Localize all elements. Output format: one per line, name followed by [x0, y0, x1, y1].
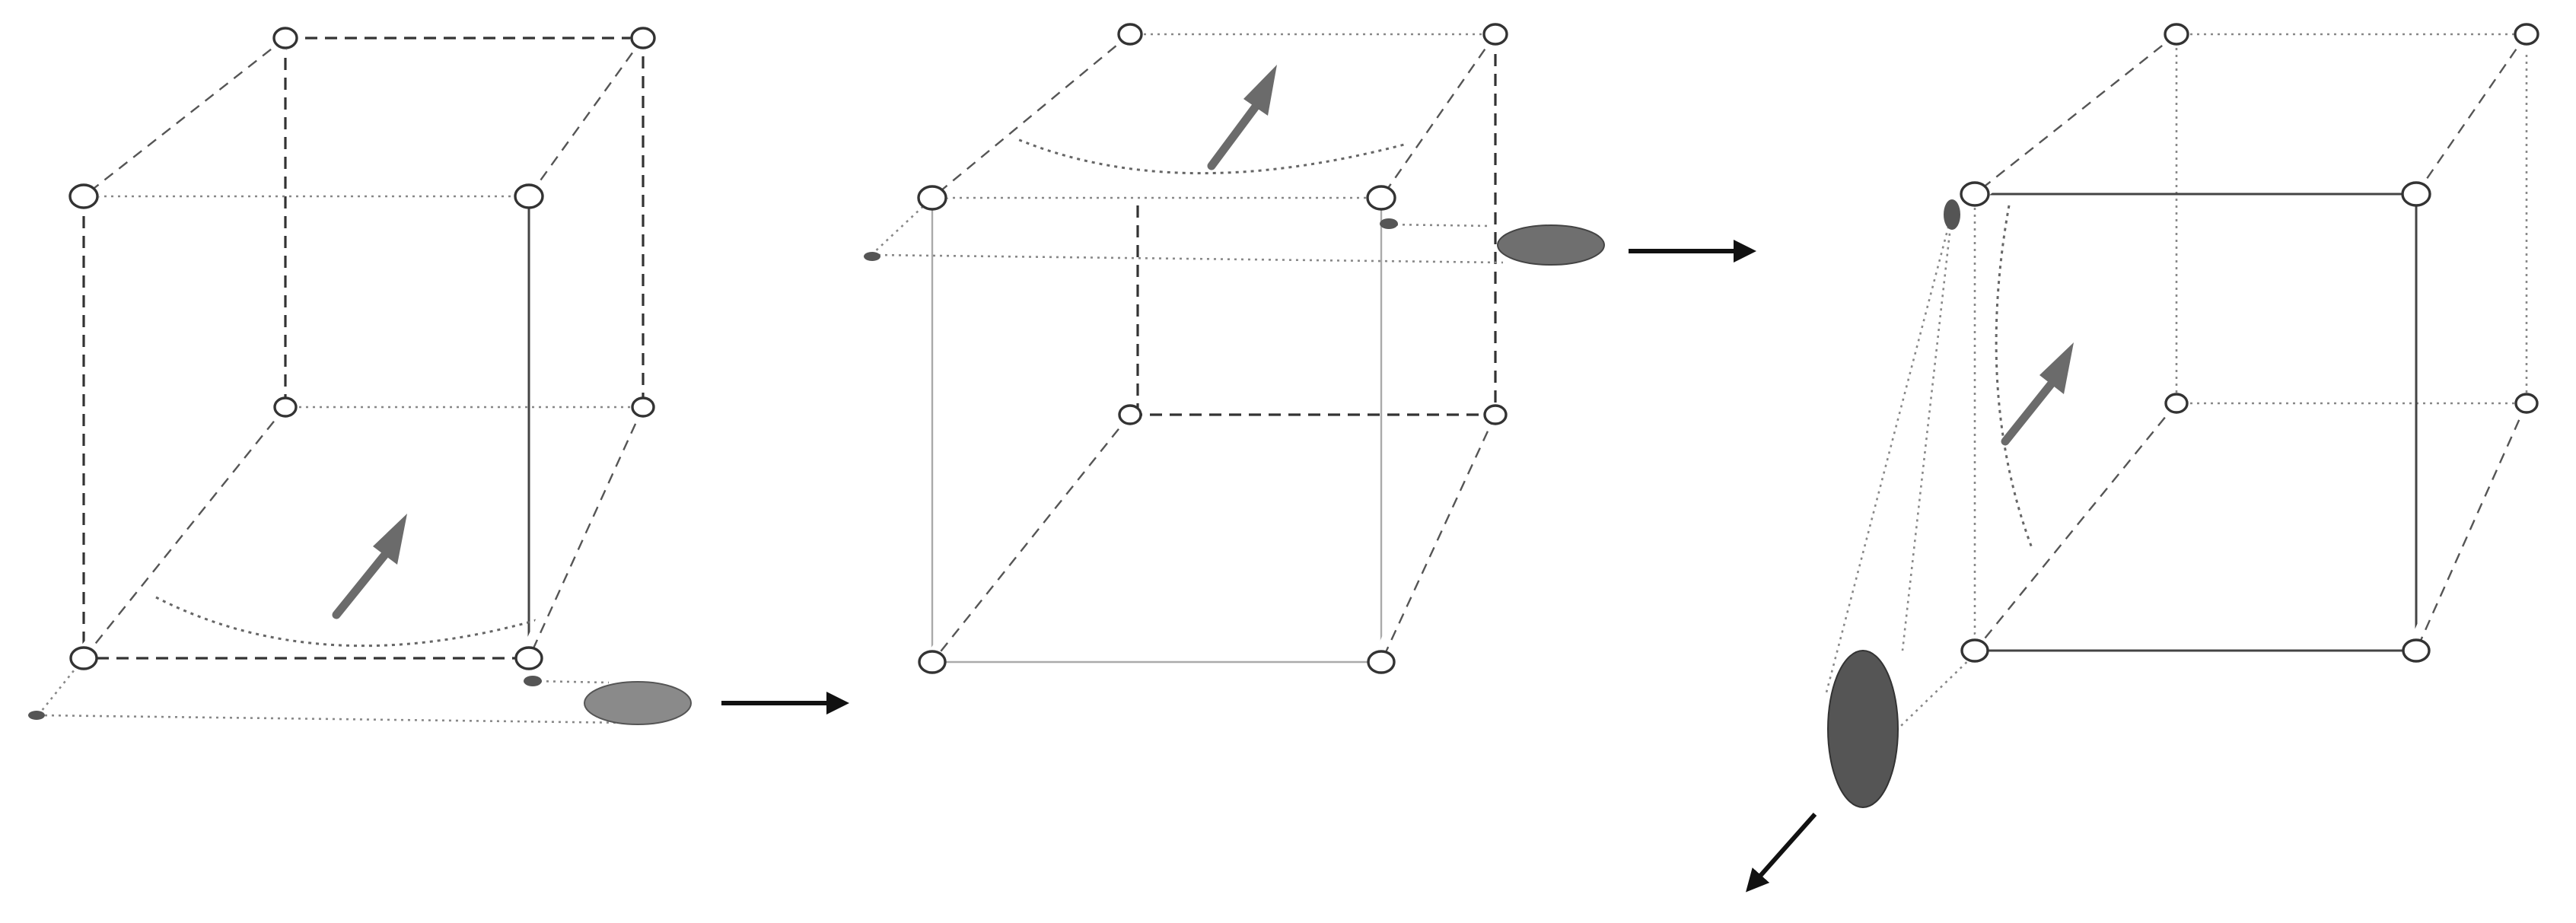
- panel-2-cube: [871, 33, 1504, 664]
- rod-2b: [1366, 23, 1508, 211]
- panel-1-small-spot: [524, 676, 542, 686]
- rod-3c: [1960, 393, 2189, 663]
- rod-2c: [918, 404, 1142, 674]
- panel-2-rods: [917, 23, 1508, 674]
- rod-2d: [1367, 404, 1508, 674]
- panel-1-rods: [68, 27, 656, 670]
- panel-1-projected-spot: [584, 681, 692, 725]
- rod-3b: [2401, 23, 2539, 207]
- rod-3d: [2402, 393, 2539, 663]
- panel-3-small-spot: [1944, 199, 1960, 230]
- rod-3a: [1960, 23, 2189, 207]
- transition-arrow-3-icon: [1746, 813, 1817, 893]
- panel-3-projected-spot: [1827, 650, 1899, 808]
- rod-1c: [69, 396, 298, 670]
- rod-1a: [68, 27, 298, 209]
- rod-2a: [917, 23, 1143, 211]
- rod-1b: [514, 27, 656, 209]
- panel-1-beam-arrow-icon: [332, 514, 407, 619]
- rod-1d: [514, 396, 655, 670]
- panel-2-small-spot: [1380, 218, 1398, 229]
- panel-2-tiny-spot: [864, 252, 880, 261]
- panel-2-beam-arrow-icon: [1207, 65, 1277, 170]
- panel-3-beam-arrow-icon: [2001, 342, 2074, 446]
- panel-1-tiny-spot: [28, 711, 45, 720]
- panel-3-rods: [1960, 23, 2539, 663]
- panel-2-projected-spot: [1497, 224, 1605, 266]
